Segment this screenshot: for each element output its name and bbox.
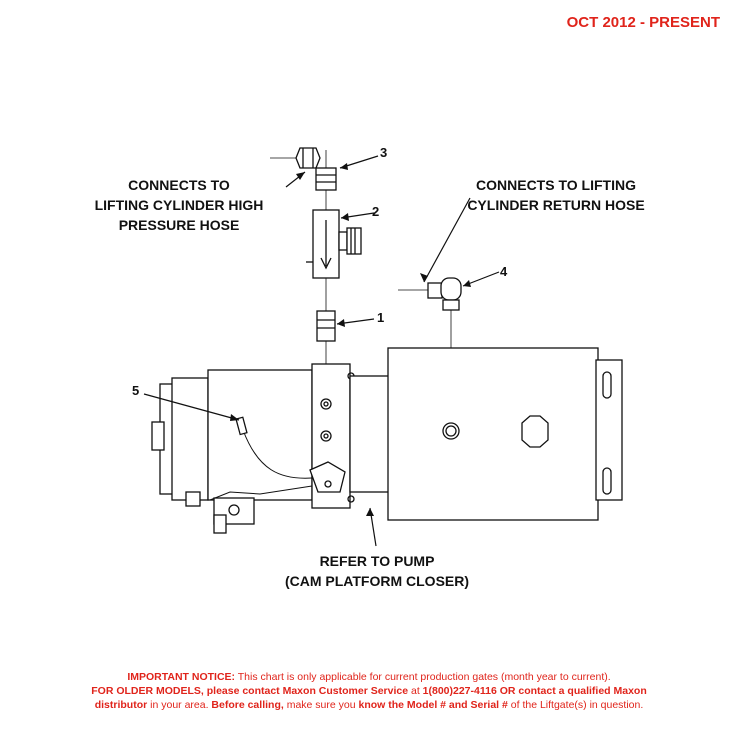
notice-line-1: IMPORTANT NOTICE: This chart is only app…: [0, 670, 738, 684]
part-4-elbow: [398, 277, 462, 311]
date-range-label: OCT 2012 - PRESENT: [566, 14, 720, 31]
notice-text-2: at: [408, 685, 423, 697]
pump-line-2: (CAM PLATFORM CLOSER): [284, 573, 470, 589]
notice-heading: IMPORTANT NOTICE:: [127, 671, 236, 683]
notice-model-serial: know the Model # and Serial #: [358, 699, 508, 711]
part-number-5: 5: [132, 383, 140, 398]
notice-text-1: This chart is only applicable for curren…: [235, 671, 611, 683]
part-3-fitting: [270, 147, 337, 191]
notice-line-3: distributor in your area. Before calling…: [0, 698, 738, 712]
notice-distributor: distributor: [94, 699, 148, 711]
pump-reference-callout: REFER TO PUMP (CAM PLATFORM CLOSER): [262, 551, 492, 591]
notice-text-4: make sure you: [283, 699, 359, 711]
notice-before-calling: Before calling,: [211, 699, 284, 711]
notice-phone: 1(800)227-4116 OR contact a qualified Ma…: [422, 685, 647, 697]
return-hose-callout: CONNECTS TO LIFTING CYLINDER RETURN HOSE: [444, 175, 668, 215]
important-notice: IMPORTANT NOTICE: This chart is only app…: [0, 670, 738, 712]
return-line-2: CYLINDER RETURN HOSE: [467, 197, 645, 213]
part-number-4: 4: [500, 264, 508, 279]
part-number-3: 3: [380, 145, 388, 160]
notice-line-2: FOR OLDER MODELS, please contact Maxon C…: [0, 684, 738, 698]
part-number-1: 1: [377, 310, 385, 325]
notice-text-5: of the Liftgate(s) in question.: [507, 699, 644, 711]
high-pressure-line-3: PRESSURE HOSE: [118, 217, 240, 233]
notice-older-models: FOR OLDER MODELS, please contact Maxon C…: [91, 685, 409, 697]
high-pressure-line-1: CONNECTS TO: [128, 177, 230, 193]
part-number-2: 2: [372, 204, 380, 219]
notice-text-3: in your area.: [147, 699, 212, 711]
part-1-adapter: [316, 310, 336, 342]
pump-assembly: [151, 347, 623, 534]
return-line-1: CONNECTS TO LIFTING: [476, 177, 636, 193]
pump-line-1: REFER TO PUMP: [319, 553, 435, 569]
leader-arrowheads: [230, 163, 471, 516]
high-pressure-hose-callout: CONNECTS TO LIFTING CYLINDER HIGH PRESSU…: [70, 175, 288, 235]
part-2-valve: [306, 209, 362, 279]
high-pressure-line-2: LIFTING CYLINDER HIGH: [94, 197, 264, 213]
